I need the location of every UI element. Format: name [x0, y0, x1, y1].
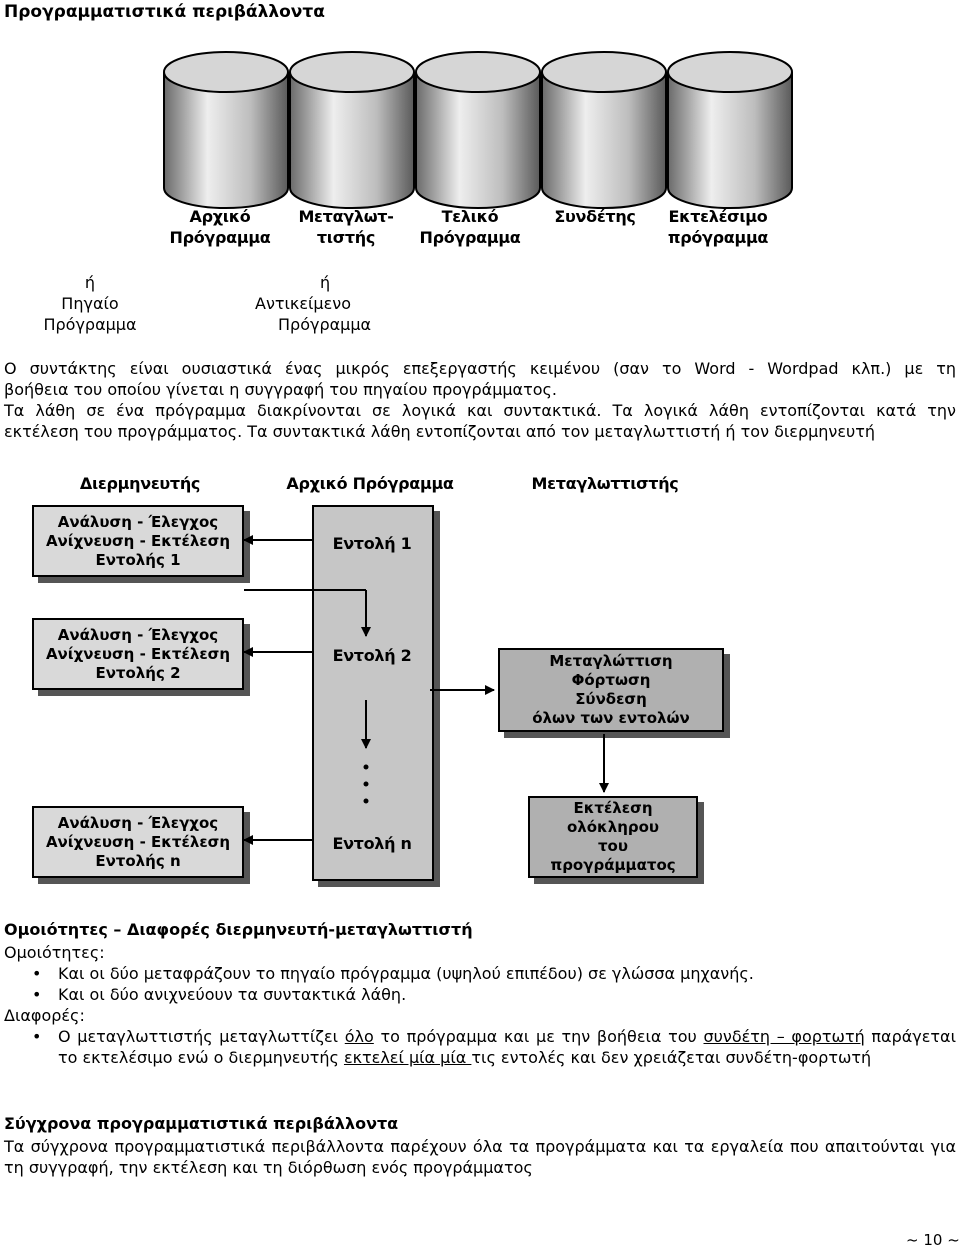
header-source-program: Αρχικό Πρόγραμμα: [286, 474, 454, 493]
comparison-heading: Ομοιότητες – Διαφορές διερμηνευτή-μεταγλ…: [4, 920, 473, 939]
page-number: ~ 10 ~: [906, 1231, 960, 1249]
label-compiler: Μεταγλωτ-τιστής: [298, 207, 394, 247]
header-compiler: Μεταγλωττιστής: [531, 474, 679, 493]
modern-paragraph: Τα σύγχρονα προγραμματιστικά περιβάλλοντ…: [4, 1137, 956, 1177]
intro-paragraph: Ο συντάκτης είναι ουσιαστικά ένας μικρός…: [4, 359, 956, 441]
source-program-column: [312, 505, 434, 881]
alt-name-object: ή Αντικείμενο Πρόγραμμα: [255, 273, 372, 334]
cylinder-1: [163, 51, 289, 209]
difference-item: Ο μεταγλωττιστής μεταγλωττίζει όλο το πρ…: [4, 1026, 956, 1068]
command-n: Εντολή n: [332, 834, 412, 853]
alt-name-source: ή Πηγαίο Πρόγραμμα: [43, 273, 137, 334]
command-2: Εντολή 2: [332, 646, 412, 665]
cylinder-3: [415, 51, 541, 209]
comparison-section: Ομοιότητες: Και οι δύο μεταφράζουν το πη…: [4, 942, 956, 1068]
differences-label: Διαφορές:: [4, 1006, 85, 1025]
cylinder-5: [667, 51, 793, 209]
cylinder-2: [289, 51, 415, 209]
storage-cylinders-diagram: [163, 51, 793, 209]
header-interpreter: Διερμηνευτής: [79, 474, 201, 493]
similarities-label: Ομοιότητες:: [4, 943, 105, 962]
page-title: Προγραμματιστικά περιβάλλοντα: [4, 2, 325, 22]
similarity-item: Και οι δύο ανιχνεύουν τα συντακτικά λάθη…: [4, 984, 956, 1005]
similarity-item: Και οι δύο μεταφράζουν το πηγαίο πρόγραμ…: [4, 963, 956, 984]
command-1: Εντολή 1: [332, 534, 412, 553]
label-linker: Συνδέτης: [554, 207, 636, 226]
modern-heading: Σύγχρονα προγραμματιστικά περιβάλλοντα: [4, 1114, 399, 1133]
cylinder-4: [541, 51, 667, 209]
